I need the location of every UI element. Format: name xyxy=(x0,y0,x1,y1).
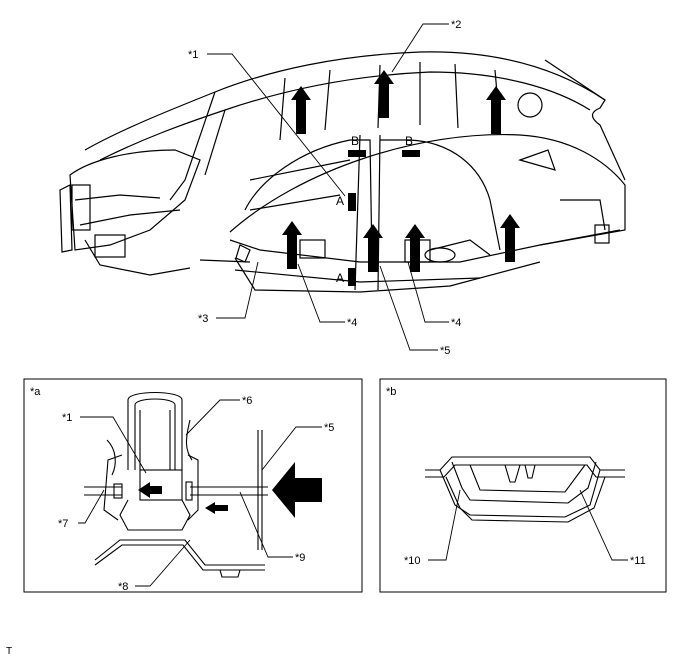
leader-lines-panel-a xyxy=(78,399,322,587)
pillar-cross-section xyxy=(84,392,268,578)
arrow-left-icon xyxy=(138,482,162,498)
callout-3: *3 xyxy=(198,313,208,325)
callout-4-right: *4 xyxy=(451,317,461,329)
panel-b-label: *b xyxy=(386,386,396,398)
direction-arrows xyxy=(282,70,520,272)
panel-a: *a xyxy=(23,378,363,593)
sill-cross-section xyxy=(425,456,625,523)
callout-5: *5 xyxy=(440,345,450,357)
arrow-up-icon xyxy=(500,214,520,262)
car-body-structure xyxy=(59,51,626,293)
leader-lines-panel-b xyxy=(428,489,628,561)
callout-1: *1 xyxy=(188,49,198,61)
panel-a-callout-8: *8 xyxy=(118,581,128,593)
leader-lines-main xyxy=(207,23,449,351)
arrow-up-icon xyxy=(374,70,394,118)
section-cut-marks: A A B B xyxy=(336,134,420,286)
section-mark-a-lower: A xyxy=(336,271,344,285)
arrow-up-icon xyxy=(282,221,302,269)
section-mark-b-left: B xyxy=(351,134,359,148)
panel-a-callout-9: *9 xyxy=(295,552,305,564)
section-mark-b-right: B xyxy=(405,134,413,148)
panel-b: *b *10 *11 xyxy=(379,378,667,593)
section-mark-a-upper: A xyxy=(336,194,344,208)
panel-a-callout-7: *7 xyxy=(58,518,68,530)
panel-b-callout-11: *11 xyxy=(630,555,646,567)
panel-b-callout-10: *10 xyxy=(404,555,421,567)
panel-a-callout-6: *6 xyxy=(242,395,252,407)
panel-a-label: *a xyxy=(30,386,41,398)
arrow-up-icon xyxy=(405,224,425,272)
arrow-left-icon xyxy=(205,502,228,514)
panel-a-callout-1: *1 xyxy=(62,412,72,424)
callout-4-left: *4 xyxy=(347,317,357,329)
arrow-up-icon xyxy=(291,86,311,134)
arrow-left-large-icon xyxy=(272,462,322,518)
callout-2: *2 xyxy=(451,19,461,31)
arrow-up-icon xyxy=(486,86,506,134)
panel-a-callout-5: *5 xyxy=(324,422,334,434)
panel-a-arrows xyxy=(138,462,322,518)
footer-text: T xyxy=(6,646,13,657)
arrow-up-icon xyxy=(363,224,383,272)
